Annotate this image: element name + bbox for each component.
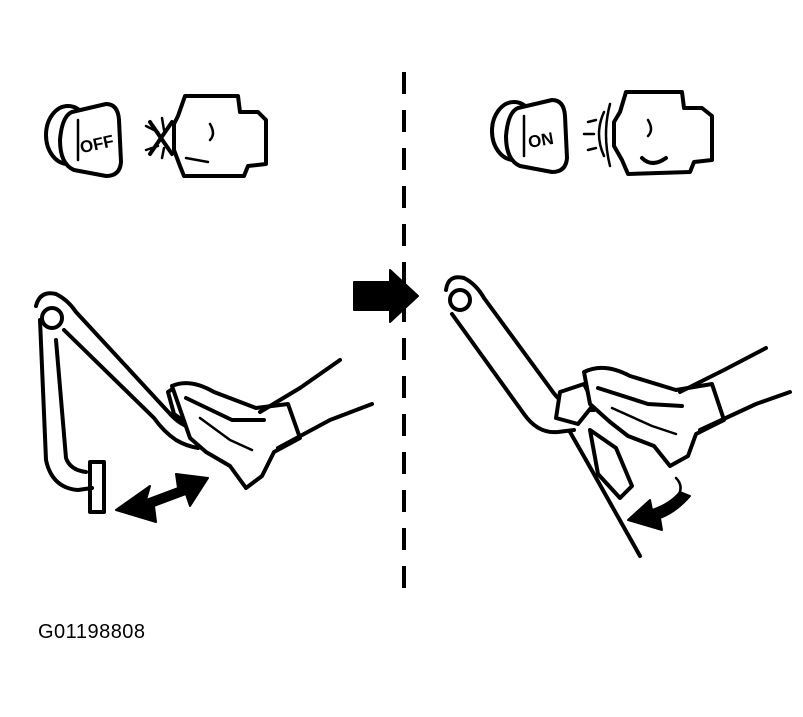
engine-running-icon [582, 90, 714, 176]
figure-id: G01198808 [38, 621, 146, 643]
brake-pedal-right [444, 275, 642, 558]
engine-stopped-icon [144, 94, 268, 178]
ignition-key-on-icon: ON [490, 98, 569, 174]
left-panel: OFF [34, 94, 374, 523]
curved-arrow-icon [627, 476, 691, 531]
key-label-on: ON [527, 129, 555, 152]
double-headed-arrow-icon [115, 473, 209, 523]
foot-left [170, 358, 374, 490]
right-arrow-icon [353, 269, 419, 323]
foot-right [582, 346, 792, 500]
right-panel: ON [444, 90, 792, 558]
ignition-key-off-icon: OFF [44, 102, 123, 178]
